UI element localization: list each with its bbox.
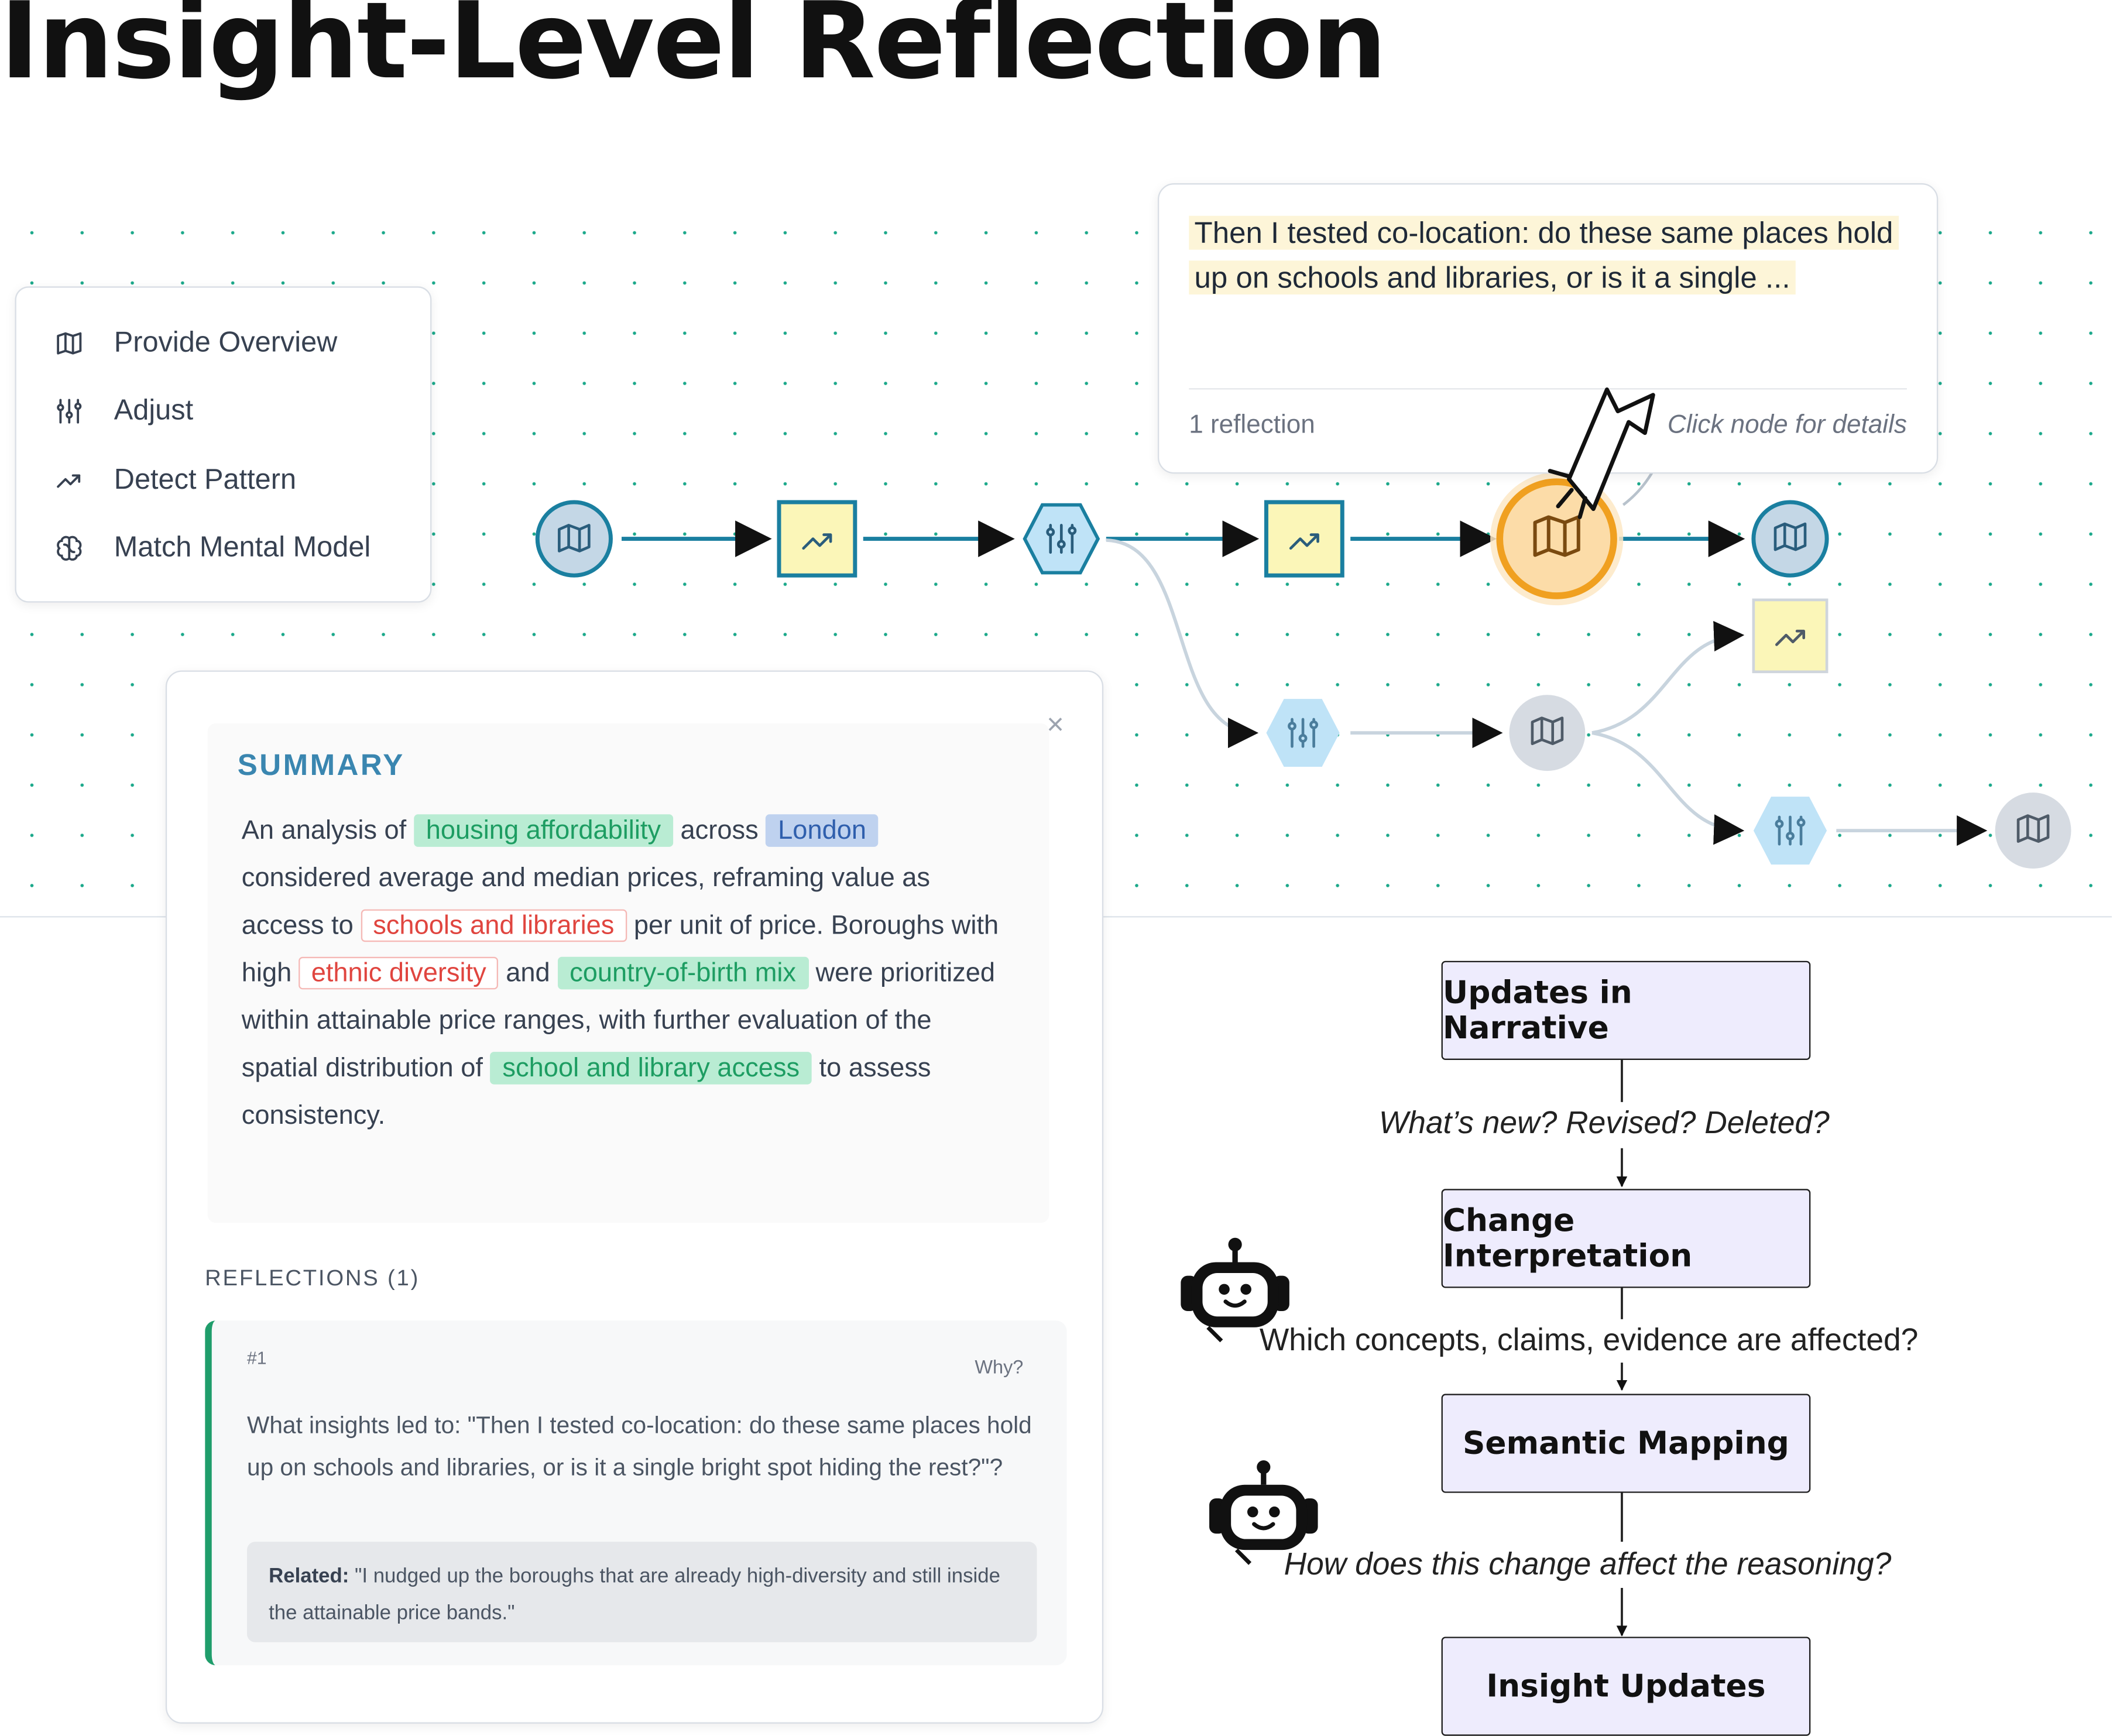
- reflection-card[interactable]: #1 Why? What insights led to: "Then I te…: [205, 1320, 1067, 1666]
- question-whats-new: What’s new? Revised? Deleted?: [1378, 1104, 1830, 1140]
- node-legend: Provide Overview Adjust Detect Pattern M…: [15, 286, 432, 603]
- edge: [1591, 620, 1745, 735]
- cursor-icon: [1548, 387, 1655, 519]
- node-overview-branch[interactable]: [1509, 695, 1586, 771]
- step-change-interpretation: Change Interpretation: [1441, 1189, 1811, 1288]
- node-tooltip: Then I tested co-location: do these same…: [1157, 183, 1939, 474]
- concept-tag[interactable]: schools and libraries: [361, 909, 627, 942]
- map-icon: [1531, 716, 1564, 746]
- robot-icon: [1209, 1460, 1318, 1565]
- sliders-icon: [1288, 718, 1319, 748]
- question-affected: Which concepts, claims, evidence are aff…: [1259, 1322, 1919, 1357]
- node-pattern-1[interactable]: [777, 500, 857, 578]
- legend-label: Provide Overview: [114, 327, 338, 359]
- edge: [1591, 731, 1745, 845]
- concept-tag[interactable]: housing affordability: [413, 814, 673, 847]
- question-reasoning: How does this change affect the reasonin…: [1284, 1546, 1892, 1581]
- tooltip-divider: [1189, 388, 1907, 390]
- node-pattern-2[interactable]: [1264, 500, 1344, 578]
- sliders-icon: [1046, 524, 1077, 554]
- robot-icon: [1181, 1237, 1289, 1343]
- legend-item-detect-pattern: Detect Pattern: [54, 460, 296, 501]
- related-text: "I nudged up the boroughs that are alrea…: [269, 1565, 1000, 1625]
- map-icon: [57, 332, 82, 355]
- node-adjust-1[interactable]: [1023, 503, 1100, 575]
- trend-icon: [802, 533, 832, 550]
- map-icon: [558, 524, 591, 553]
- concept-tag[interactable]: school and library access: [490, 1052, 812, 1085]
- node-adjust-branch-2[interactable]: [1753, 797, 1827, 865]
- step-updates-in-narrative: Updates in Narrative: [1441, 960, 1811, 1060]
- tooltip-hint: Click node for details: [1667, 411, 1907, 440]
- summary-heading: SUMMARY: [237, 747, 405, 782]
- edge: [1106, 538, 1259, 749]
- summary-box: SUMMARY An analysis of housing affordabi…: [207, 723, 1049, 1223]
- trend-icon: [1775, 629, 1806, 646]
- reflections-heading: REFLECTIONS (1): [205, 1266, 420, 1291]
- node-pattern-branch[interactable]: [1752, 598, 1829, 674]
- trend-icon: [1289, 533, 1319, 550]
- node-overview-branch-2[interactable]: [1995, 792, 2071, 869]
- reflection-count: 1 reflection: [1189, 411, 1315, 440]
- brain-icon: [57, 536, 82, 561]
- sliders-icon: [1775, 815, 1806, 846]
- legend-label: Detect Pattern: [114, 464, 297, 496]
- legend-label: Adjust: [114, 394, 194, 427]
- map-icon: [1773, 522, 1807, 551]
- map-icon: [1533, 515, 1580, 557]
- tooltip-excerpt: Then I tested co-location: do these same…: [1189, 212, 1901, 300]
- map-icon: [2016, 814, 2050, 843]
- trend-icon: [57, 474, 81, 488]
- concept-tag[interactable]: ethnic diversity: [299, 956, 499, 990]
- concept-tag[interactable]: country-of-birth mix: [557, 956, 808, 990]
- legend-item-match-mental-model: Match Mental Model: [54, 528, 371, 569]
- node-overview-2[interactable]: [1751, 500, 1829, 578]
- close-icon[interactable]: ×: [1047, 707, 1064, 742]
- step-semantic-mapping: Semantic Mapping: [1441, 1394, 1811, 1493]
- sliders-icon: [57, 399, 82, 424]
- legend-item-provide-overview: Provide Overview: [54, 323, 338, 364]
- related-box: Related: "I nudged up the boroughs that …: [247, 1542, 1037, 1642]
- reflection-text: What insights led to: "Then I tested co-…: [247, 1411, 1032, 1480]
- node-overview-1[interactable]: [535, 500, 613, 578]
- flow-edges: [622, 447, 1988, 846]
- why-link[interactable]: Why?: [975, 1356, 1024, 1378]
- page-title: Insight-Level Reflection: [0, 0, 1387, 104]
- legend-label: Match Mental Model: [114, 531, 371, 564]
- summary-panel: × SUMMARY An analysis of housing afforda…: [165, 670, 1104, 1724]
- reflection-number: #1: [247, 1347, 267, 1368]
- related-label: Related:: [269, 1565, 349, 1588]
- node-adjust-branch[interactable]: [1266, 699, 1340, 767]
- step-insight-updates: Insight Updates: [1441, 1636, 1811, 1736]
- legend-item-adjust: Adjust: [54, 391, 193, 432]
- concept-tag[interactable]: London: [766, 814, 879, 847]
- summary-text: An analysis of housing affordability acr…: [242, 808, 1002, 1140]
